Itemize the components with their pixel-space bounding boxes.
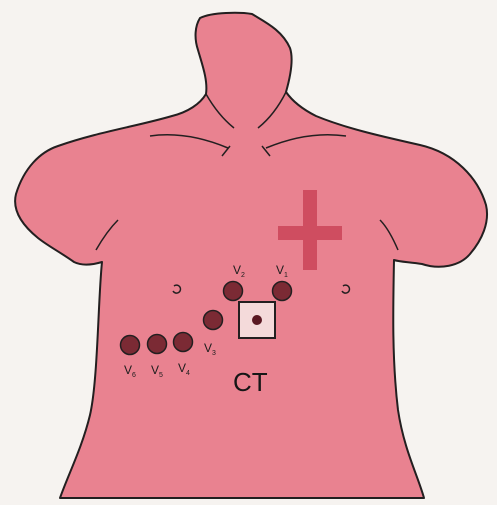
electrode-v6 <box>121 336 140 355</box>
electrode-v5 <box>148 335 167 354</box>
cross-horizontal <box>278 226 342 240</box>
electrode-v2 <box>224 282 243 301</box>
ct-electrode-dot <box>252 315 262 325</box>
electrode-v3 <box>204 311 223 330</box>
electrode-v4 <box>174 333 193 352</box>
electrode-v1 <box>273 282 292 301</box>
ct-label: CT <box>233 367 268 397</box>
